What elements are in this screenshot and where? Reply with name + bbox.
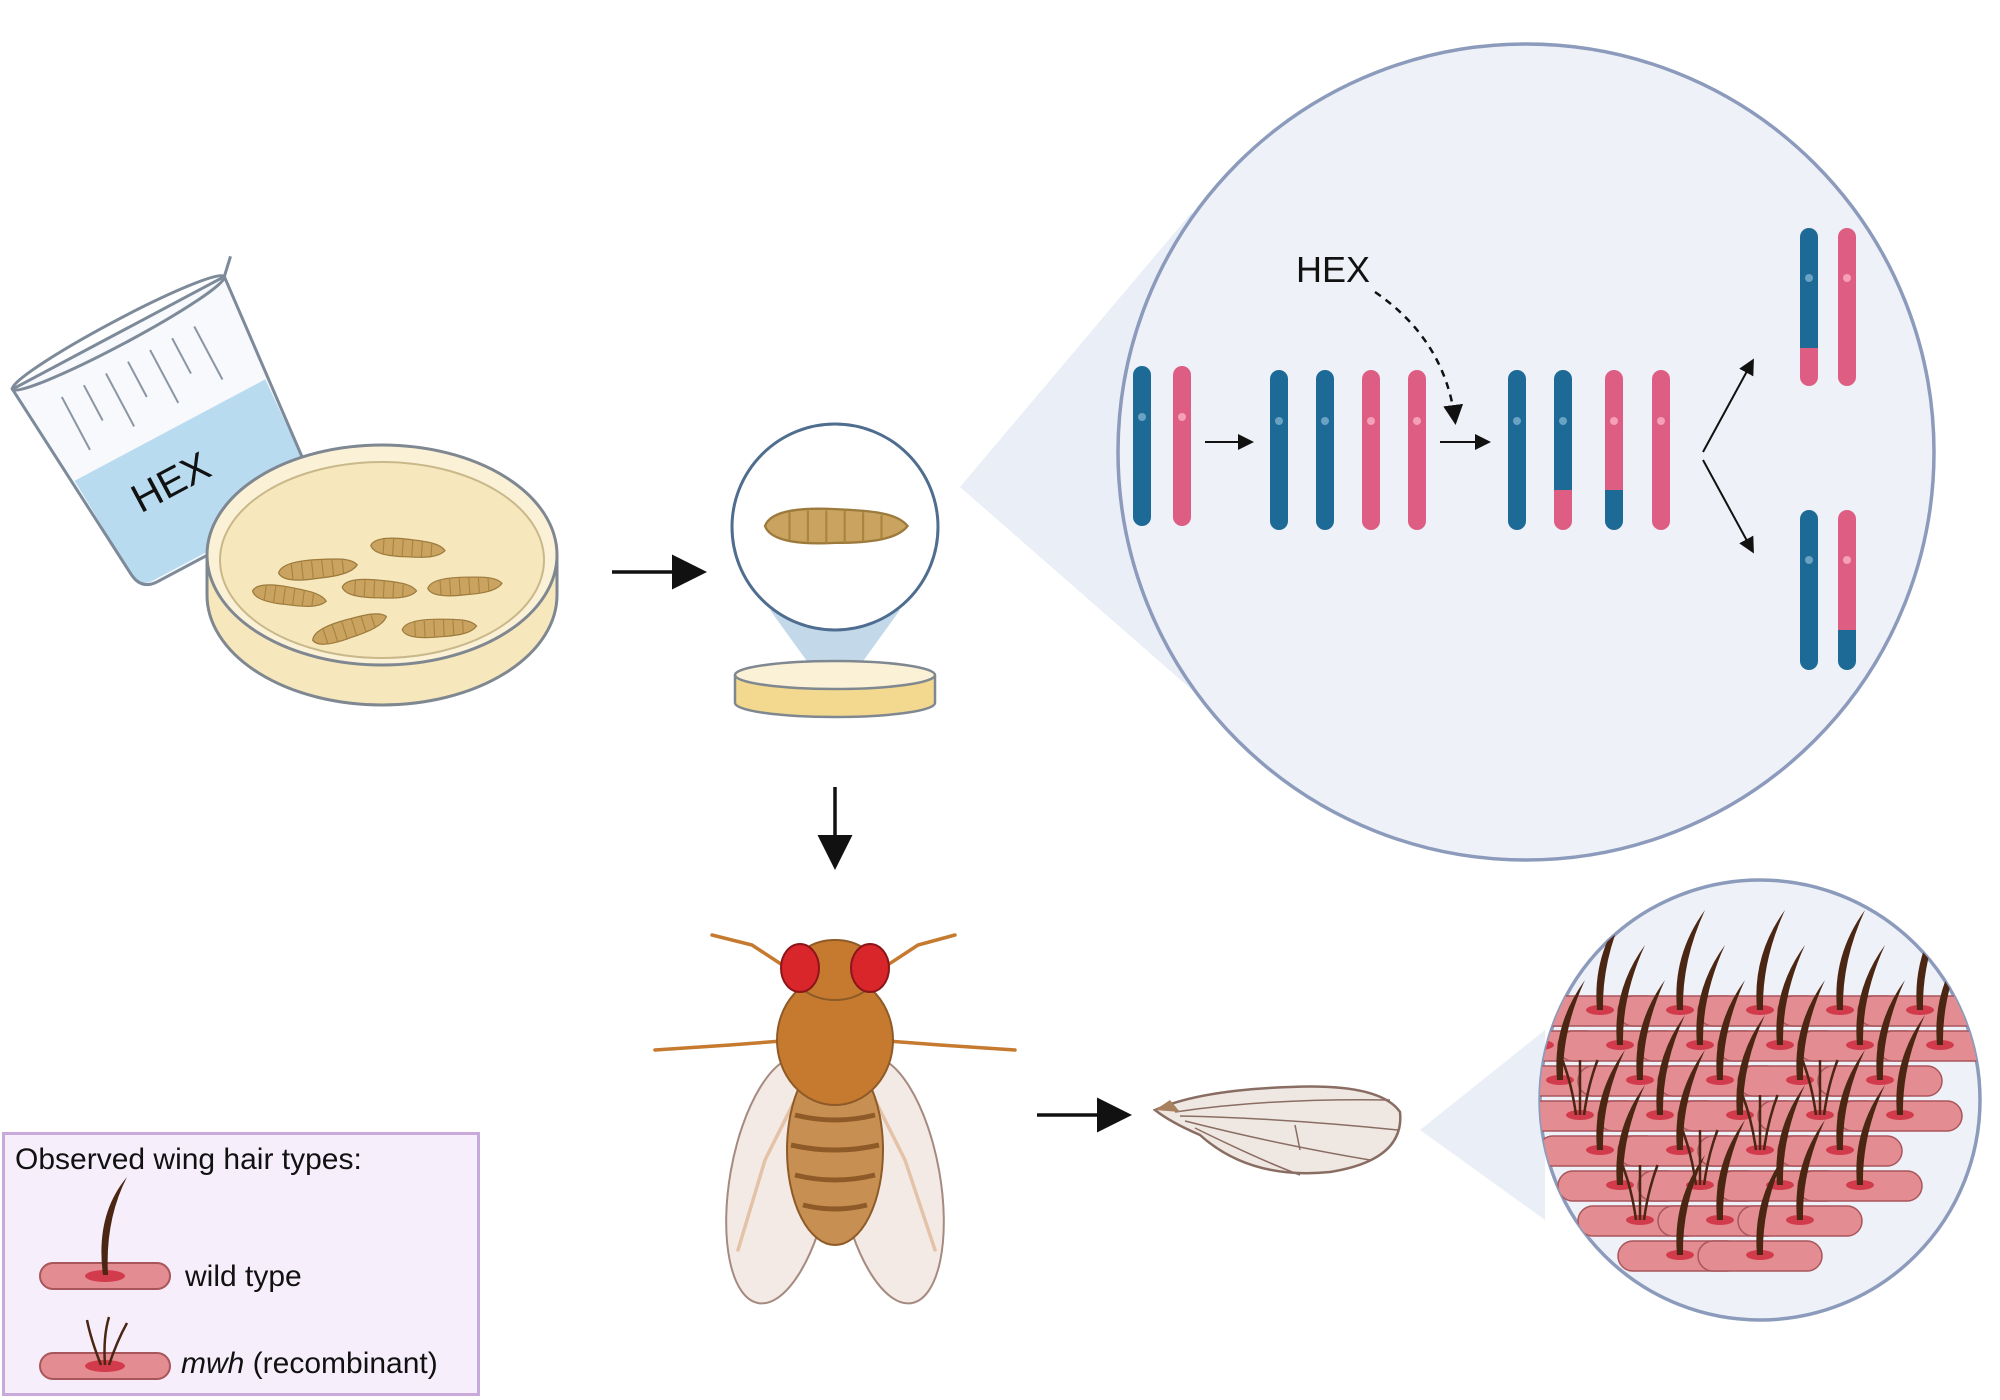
legend-wild-type-label: wild type [185,1260,302,1293]
wild-type-hair [1616,1085,1645,1185]
wild-type-hair [1916,910,1945,1010]
legend-mwh-term: mwh [181,1347,245,1380]
wild-type-hair [1756,1155,1785,1255]
wild-type-hair [1540,910,1545,1010]
mwh-hair [1642,1164,1659,1221]
wild-type-hair [1676,1155,1705,1255]
chromosome-replicated [1270,370,1426,530]
wild-type-hair [1656,1015,1685,1115]
chromosome-daughter-lower [1800,510,1856,670]
wild-type-hair-icon [39,1177,171,1290]
mwh-hair [1822,1059,1839,1116]
wild-type-hair [1676,910,1705,1010]
chromosome-pair-initial [1133,366,1191,526]
wild-type-hair [1676,1050,1705,1150]
wild-type-hair [1556,980,1585,1080]
mwh-hair [1681,1129,1698,1186]
mwh-hair [1561,1059,1578,1116]
wild-type-hair [1856,1085,1885,1185]
fly-eye-left [780,943,820,993]
legend-mwh-label: mwh (recombinant) [181,1347,438,1381]
wing-hair-legend: Observed wing hair types: wild type mwh … [2,1132,480,1396]
mwh-hair-icon [39,1316,171,1380]
wing-cell-grid [1506,910,1980,1272]
wild-type-hair [1796,980,1825,1080]
wild-type-hair [1756,910,1785,1010]
mwh-hair [1582,1059,1599,1116]
larva-magnifier [730,422,940,719]
larva-closeup [763,507,909,545]
mwh-hair [1762,1094,1779,1151]
arrow-segregation-upper [1702,358,1754,453]
mwh-hair [1621,1164,1638,1221]
legend-mwh-suffix: (recombinant) [244,1347,438,1380]
chromosome-recombined [1508,370,1670,530]
wild-type-hair [1836,910,1865,1010]
beaker-liquid [74,379,314,583]
mwh-hair [1801,1059,1818,1116]
fruit-fly [653,933,1017,1305]
wild-type-hair [1716,1120,1745,1220]
wild-type-hair [1716,980,1745,1080]
wild-type-hair [1596,1050,1625,1150]
wing-zoom-cone [1420,1030,1545,1220]
wild-type-hair [1836,1050,1865,1150]
wild-type-hair [1796,1120,1825,1220]
wild-type-hair [1776,945,1805,1045]
wild-type-hair [1736,1015,1765,1115]
wild-type-hair [1616,945,1645,1045]
petri-dish [205,443,559,707]
wing-hair-zoom-panel [1506,878,1982,1322]
wild-type-hair [1856,945,1885,1045]
wild-type-hair [1596,910,1625,1010]
hex-dashed-arrow [1374,290,1464,425]
wild-type-hair [1696,945,1725,1045]
fly-eye-right [850,943,890,993]
legend-title: Observed wing hair types: [15,1143,362,1176]
arrow-segregation-lower [1702,459,1754,554]
wild-type-hair [1636,980,1665,1080]
wild-type-hair [1876,980,1905,1080]
mwh-hair [1702,1129,1719,1186]
chromosome-zoom-panel: HEX [1116,42,1936,862]
wild-type-hair [1936,945,1965,1045]
dissected-wing [1152,1085,1402,1176]
mwh-hair [1741,1094,1758,1151]
hair-socket [1506,1005,1534,1015]
wild-type-hair [1776,1085,1805,1185]
hex-reagent-label: HEX [1296,249,1370,290]
chromosome-daughter-upper [1800,228,1856,386]
wild-type-hair [1896,1015,1925,1115]
